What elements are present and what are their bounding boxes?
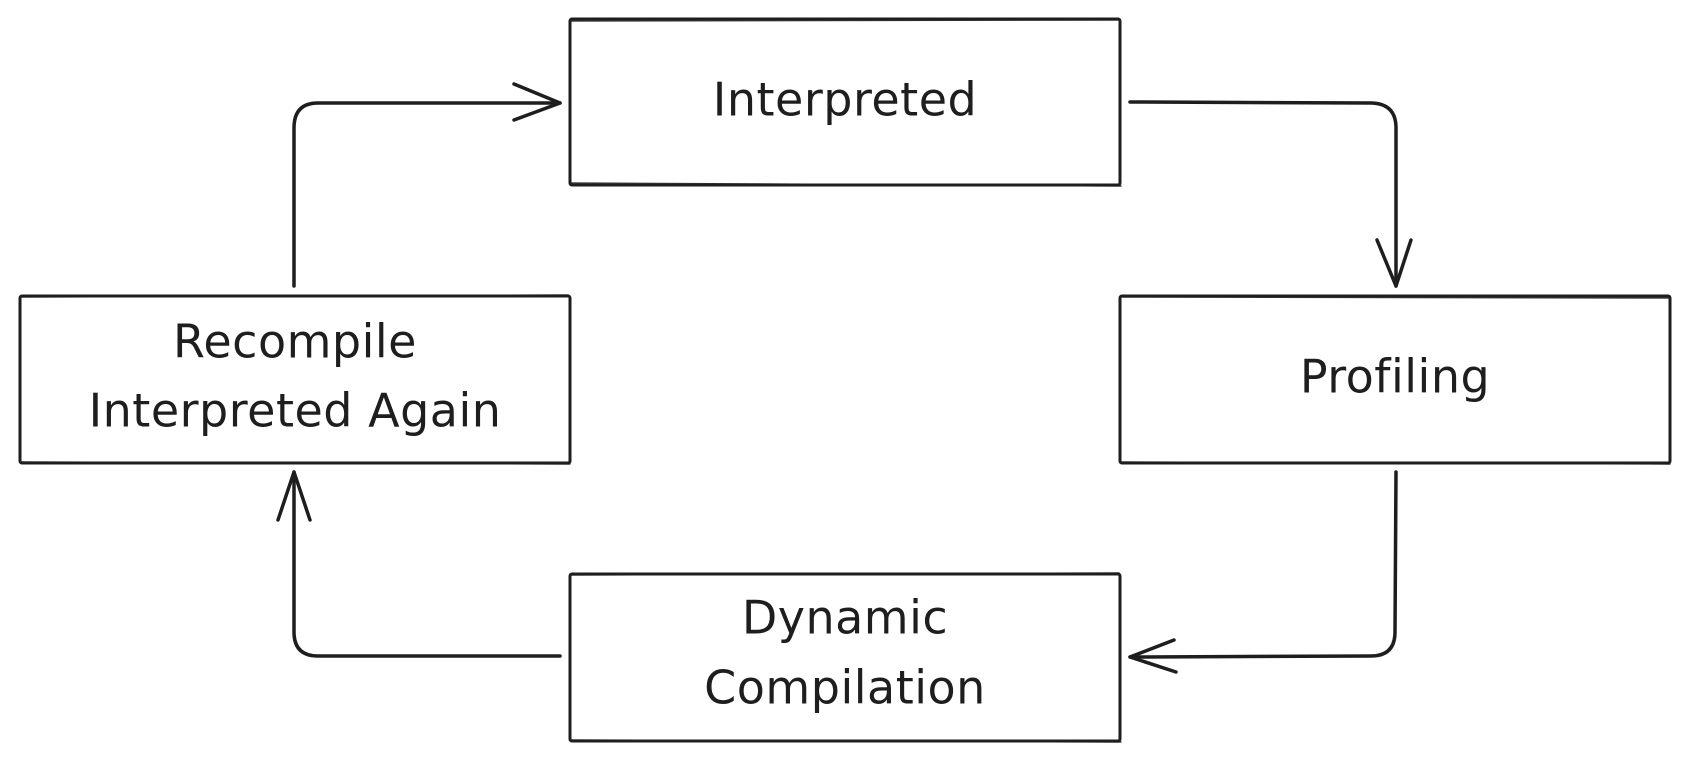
node-recompile-line2: Interpreted Again: [89, 384, 502, 438]
node-interpreted-label: Interpreted: [713, 73, 977, 127]
node-dynamic-compilation-line1: Dynamic: [742, 591, 948, 645]
arrowhead-down-icon: [1375, 238, 1413, 288]
arrowhead-right-icon: [512, 82, 562, 122]
arrowhead-left-icon: [1128, 638, 1178, 674]
arrowhead-up-icon: [276, 470, 312, 522]
node-dynamic-compilation-line2: Compilation: [704, 661, 986, 715]
node-recompile-line1: Recompile: [173, 315, 417, 369]
node-profiling-label: Profiling: [1300, 350, 1490, 404]
edge-interpreted-to-profiling: [1128, 100, 1413, 288]
node-recompile[interactable]: Recompile Interpreted Again: [18, 294, 572, 465]
node-dynamic-compilation[interactable]: Dynamic Compilation: [568, 572, 1122, 743]
edge-dynamic-compilation-to-recompile: [276, 470, 562, 658]
edge-recompile-to-interpreted: [292, 82, 562, 288]
node-interpreted[interactable]: Interpreted: [568, 17, 1122, 187]
node-profiling[interactable]: Profiling: [1118, 294, 1672, 465]
edge-profiling-to-dynamic-compilation: [1128, 470, 1398, 674]
